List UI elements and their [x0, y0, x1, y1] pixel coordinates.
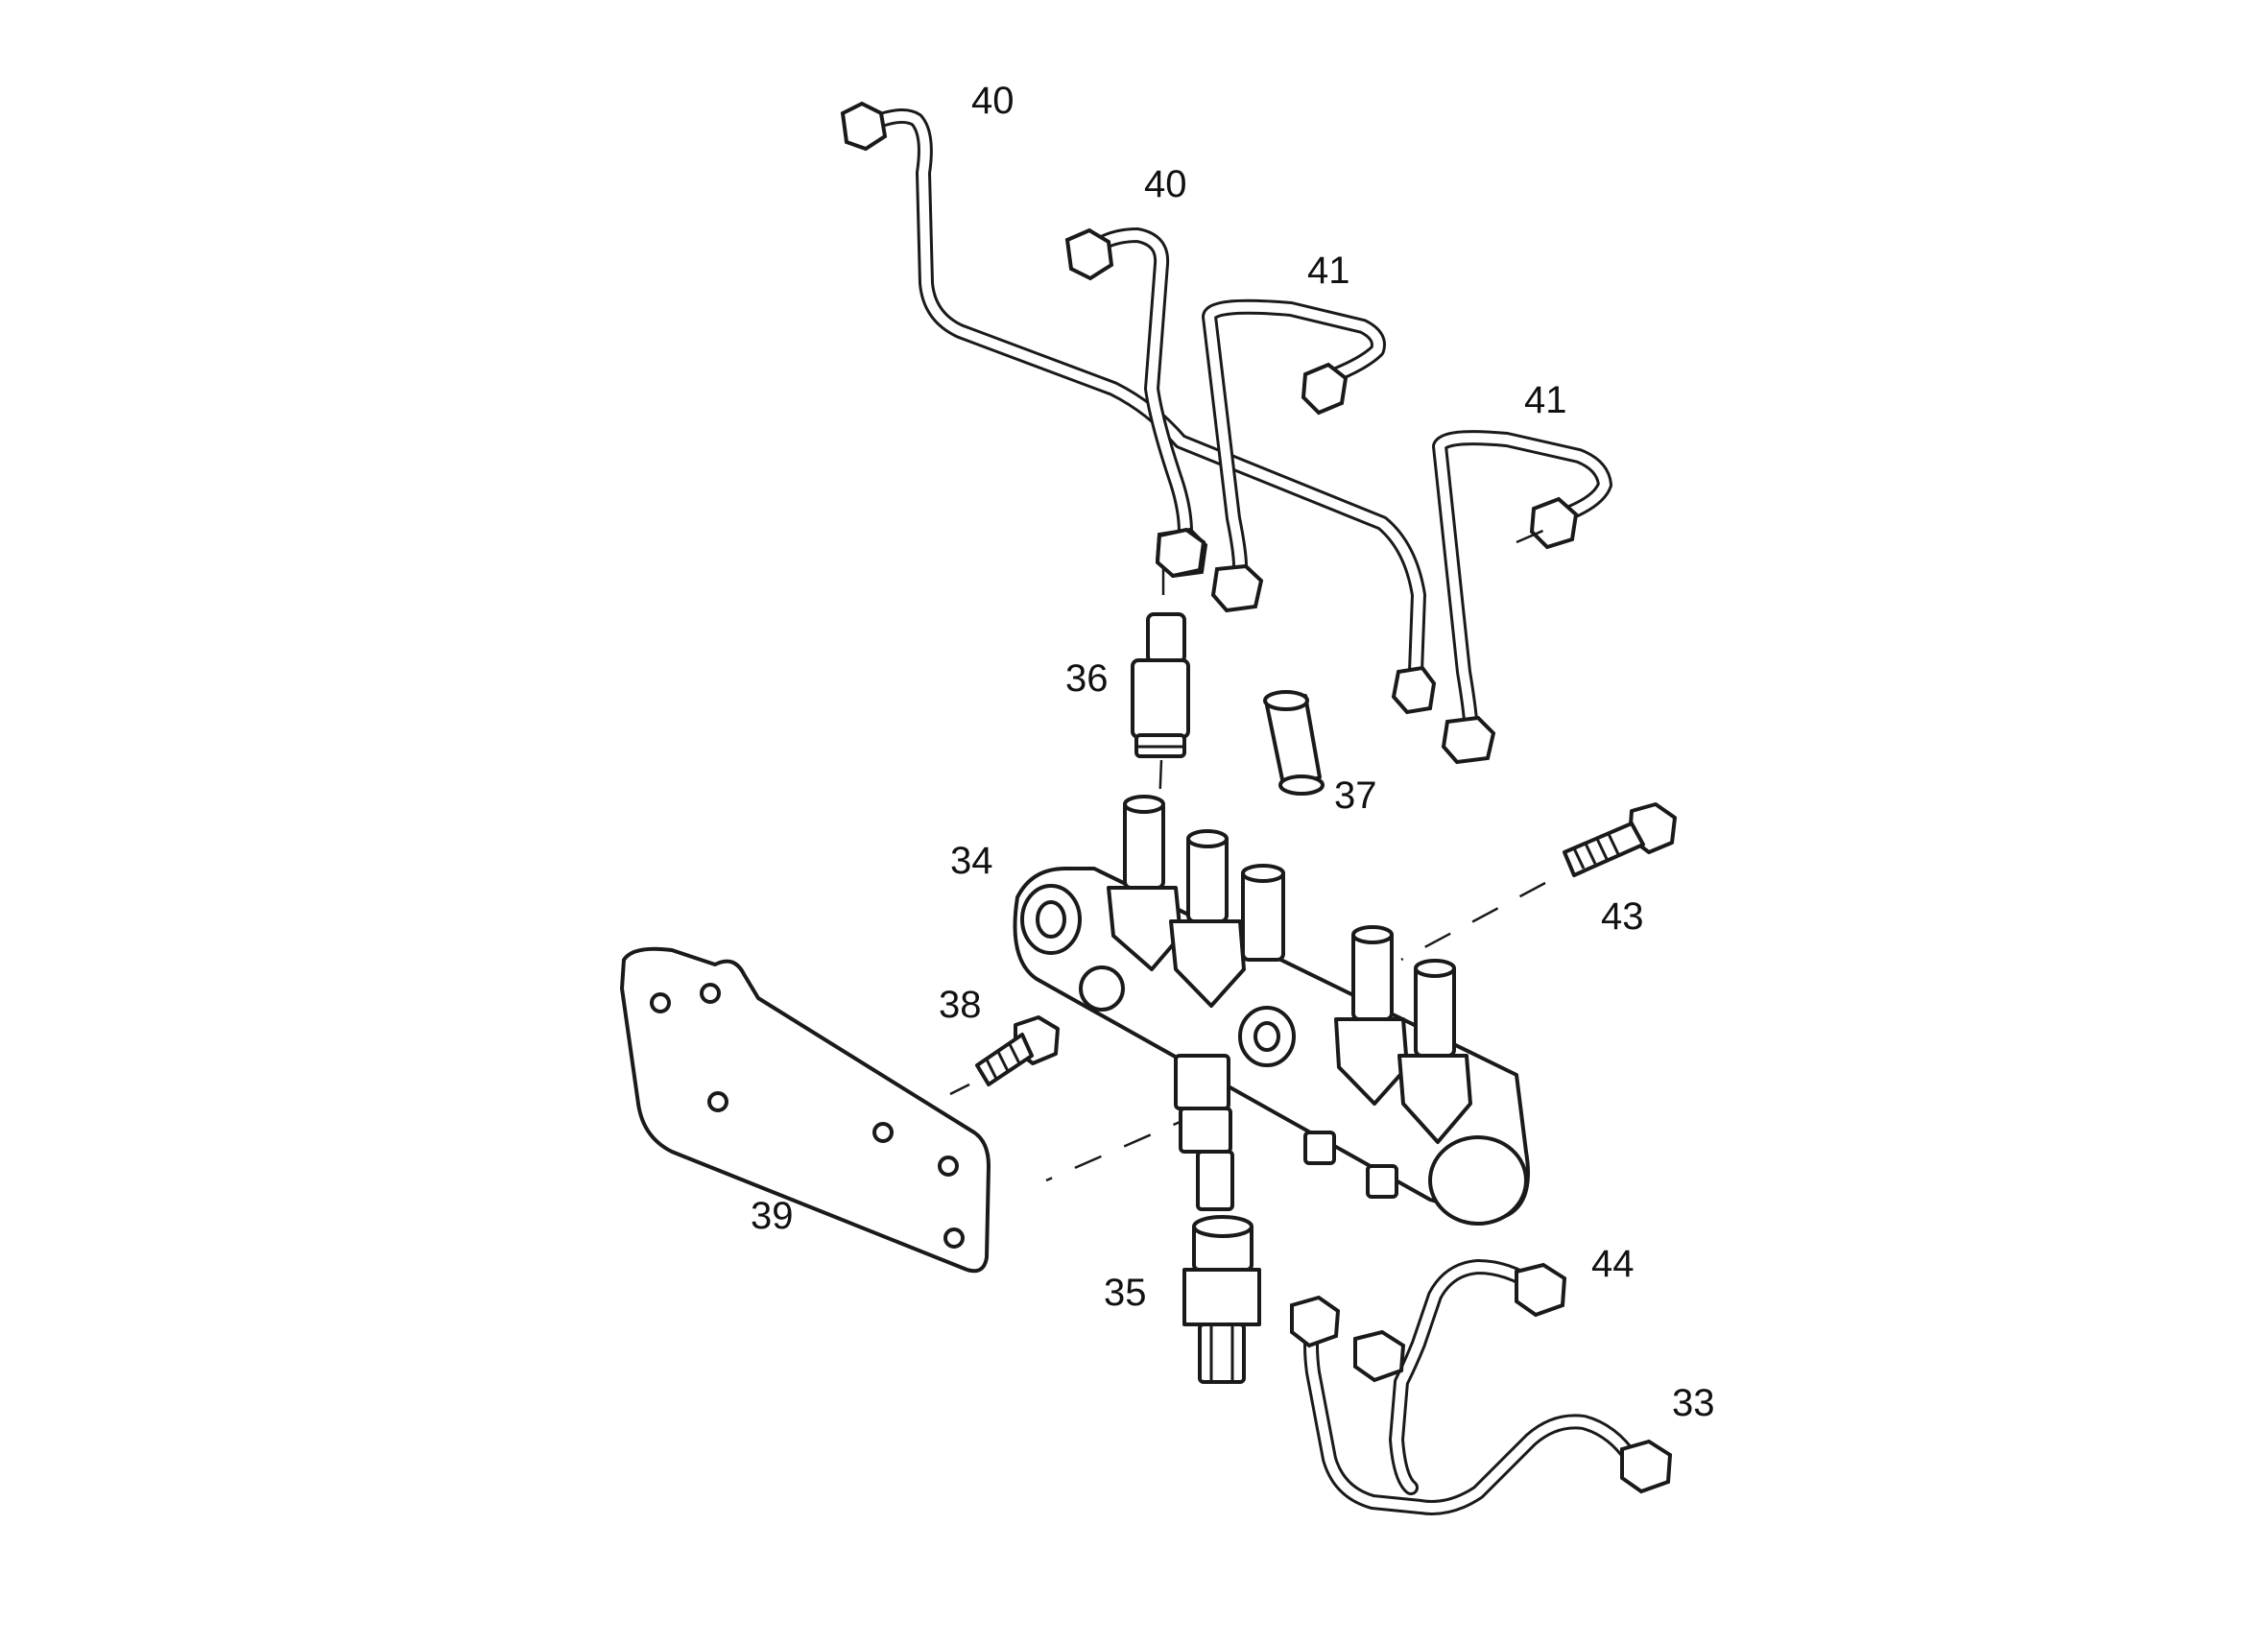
callout-38: 38: [939, 984, 982, 1026]
pipe-nut: [1620, 1439, 1673, 1494]
callout-37: 37: [1334, 774, 1377, 817]
pressure-sensor-35: [1182, 1215, 1261, 1384]
callout-40: 40: [1144, 163, 1187, 205]
pipe-44: [1353, 1259, 1567, 1495]
callout-34: 34: [950, 840, 993, 882]
bolt-43: [1563, 802, 1677, 877]
bracket-plate-39: [620, 946, 991, 1274]
pipe-nut: [840, 101, 888, 152]
cap-37: [1263, 690, 1325, 796]
pipe-33: [1290, 1295, 1673, 1515]
pipe-nut: [1353, 1329, 1406, 1383]
rail-port: [1169, 829, 1246, 1008]
callout-40: 40: [971, 80, 1015, 122]
injection-pipe-40-outer: [840, 101, 1437, 715]
callout-36: 36: [1065, 657, 1109, 700]
axis-line: [1158, 759, 1163, 807]
pipe-nut: [1529, 496, 1579, 550]
rail-port: [1334, 925, 1409, 1106]
pipe-nut: [1290, 1295, 1341, 1348]
axis-line: [949, 1083, 970, 1096]
callout-39: 39: [751, 1195, 794, 1237]
rail-port: [1397, 959, 1472, 1144]
axis-line: [1045, 1111, 1201, 1182]
rail-port: [1107, 795, 1182, 971]
axis-line: [1516, 528, 1546, 544]
pipe-nut: [1391, 665, 1437, 715]
callout-41: 41: [1524, 379, 1567, 421]
pipe-nut: [1210, 563, 1264, 613]
rail-port: [1241, 864, 1285, 962]
pipe-nut: [1155, 527, 1206, 579]
callout-35: 35: [1104, 1272, 1147, 1314]
fitting-36: [1131, 612, 1190, 758]
pipe-nut: [1301, 362, 1349, 416]
bolt-38: [975, 1015, 1060, 1086]
axis-line: [1400, 881, 1546, 962]
injection-pipe-41-inner: [1202, 298, 1386, 613]
injection-pipe-41-outer: [1432, 430, 1612, 765]
callout-33: 33: [1672, 1382, 1715, 1424]
callout-44: 44: [1591, 1243, 1635, 1285]
callout-43: 43: [1601, 895, 1644, 938]
pipe-nut: [1515, 1262, 1567, 1318]
common-rail-34: [1013, 795, 1530, 1226]
pipe-nut: [1441, 715, 1496, 765]
callout-41: 41: [1307, 250, 1350, 292]
pressure-sensor-mounted: [1174, 1054, 1234, 1211]
pipe-nut: [1064, 227, 1114, 281]
